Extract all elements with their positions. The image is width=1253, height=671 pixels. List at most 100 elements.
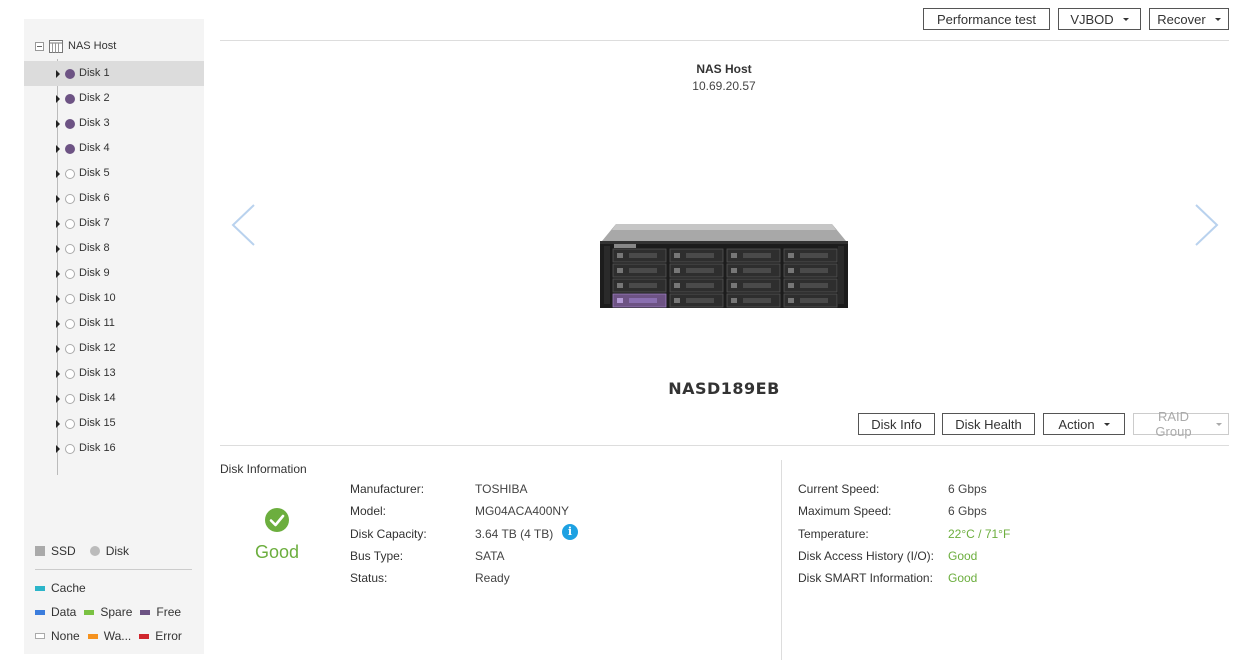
legend-none: None xyxy=(51,629,80,643)
chevron-down-icon xyxy=(1214,17,1221,21)
disk-tree-item[interactable]: Disk 9 xyxy=(24,261,204,286)
info-icon[interactable]: i xyxy=(562,524,578,540)
none-swatch xyxy=(35,633,45,639)
disk-tree-item[interactable]: Disk 4 xyxy=(24,136,204,161)
disk-tree-item[interactable]: Disk 16 xyxy=(24,436,204,461)
expand-arrow-icon[interactable] xyxy=(56,295,60,303)
disk-tree-item[interactable]: Disk 15 xyxy=(24,411,204,436)
disk-tree-item[interactable]: Disk 5 xyxy=(24,161,204,186)
disk-status-dot-icon xyxy=(65,444,75,454)
disk-health-button[interactable]: Disk Health xyxy=(942,413,1035,435)
disk-tree-item[interactable]: Disk 14 xyxy=(24,386,204,411)
expand-arrow-icon[interactable] xyxy=(56,395,60,403)
raid-group-dropdown[interactable]: RAID Group xyxy=(1133,409,1229,439)
disk-tree-label: Disk 5 xyxy=(79,167,110,179)
info-field-label: Disk SMART Information: xyxy=(798,571,933,586)
expand-arrow-icon[interactable] xyxy=(56,145,60,153)
disk-status-dot-icon xyxy=(65,169,75,179)
expand-arrow-icon[interactable] xyxy=(56,195,60,203)
info-vertical-divider xyxy=(781,460,782,660)
collapse-icon[interactable] xyxy=(35,41,44,51)
drive-bay xyxy=(669,263,724,278)
recover-dropdown[interactable]: Recover xyxy=(1149,8,1229,30)
drive-bay xyxy=(783,263,838,278)
top-divider xyxy=(220,40,1229,41)
disk-info-button[interactable]: Disk Info xyxy=(858,413,935,435)
expand-arrow-icon[interactable] xyxy=(56,270,60,278)
disk-information-title: Disk Information xyxy=(220,462,307,476)
legend-data: Data xyxy=(51,605,77,619)
expand-arrow-icon[interactable] xyxy=(56,345,60,353)
info-field-value: MG04ACA400NY xyxy=(475,504,570,519)
disk-tree-label: Disk 16 xyxy=(79,442,116,454)
expand-arrow-icon[interactable] xyxy=(56,420,60,428)
drive-bay xyxy=(612,263,667,278)
info-field-value: SATA xyxy=(475,548,505,563)
expand-arrow-icon[interactable] xyxy=(56,220,60,228)
vjbod-dropdown[interactable]: VJBOD xyxy=(1058,8,1141,30)
info-field-value: TOSHIBA xyxy=(475,482,528,496)
disk-tree-item[interactable]: Disk 11 xyxy=(24,311,204,336)
legend-disk: Disk xyxy=(105,544,130,558)
cache-swatch xyxy=(35,585,45,591)
disk-tree-item[interactable]: Disk 8 xyxy=(24,236,204,261)
disk-health-label: Disk Health xyxy=(955,416,1022,432)
drive-bay xyxy=(783,278,838,293)
disk-status-dot-icon xyxy=(65,194,75,204)
legend-type: SSD Disk xyxy=(35,544,129,558)
performance-test-label: Performance test xyxy=(937,11,1036,27)
disk-tree-label: Disk 7 xyxy=(79,217,110,229)
info-field-value: Good xyxy=(948,571,978,586)
disk-tree-item[interactable]: Disk 7 xyxy=(24,211,204,236)
info-divider xyxy=(220,445,1229,446)
info-field-label: Disk Access History (I/O): xyxy=(798,548,935,563)
ssd-square-icon xyxy=(35,546,45,556)
expand-arrow-icon[interactable] xyxy=(56,120,60,128)
expand-arrow-icon[interactable] xyxy=(56,70,60,78)
disk-tree-label: Disk 1 xyxy=(79,67,110,79)
error-swatch xyxy=(139,633,150,639)
previous-arrow-icon[interactable] xyxy=(230,203,256,247)
action-dropdown[interactable]: Action xyxy=(1043,413,1125,435)
legend-cache: Cache xyxy=(51,581,86,595)
disk-tree-item[interactable]: Disk 6 xyxy=(24,186,204,211)
disk-info-label: Disk Info xyxy=(871,416,922,432)
expand-arrow-icon[interactable] xyxy=(56,370,60,378)
drive-bay xyxy=(726,263,781,278)
drive-bay xyxy=(783,248,838,263)
info-field-value: 6 Gbps xyxy=(948,504,987,519)
disk-tree-item[interactable]: Disk 12 xyxy=(24,336,204,361)
next-arrow-icon[interactable] xyxy=(1194,203,1220,247)
legend-warning: Wa... xyxy=(103,629,132,643)
disk-status-dot-icon xyxy=(65,94,75,104)
disk-tree-item[interactable]: Disk 3 xyxy=(24,111,204,136)
action-label: Action xyxy=(1058,416,1095,432)
nas-host-icon xyxy=(49,39,63,53)
info-field-value: Ready xyxy=(475,571,510,586)
expand-arrow-icon[interactable] xyxy=(56,95,60,103)
disk-status-dot-icon xyxy=(65,219,75,229)
free-swatch xyxy=(140,609,151,615)
expand-arrow-icon[interactable] xyxy=(56,445,60,453)
disk-tree-label: Disk 13 xyxy=(79,367,116,379)
disk-tree-item[interactable]: Disk 13 xyxy=(24,361,204,386)
performance-test-button[interactable]: Performance test xyxy=(923,8,1050,30)
disk-tree-item[interactable]: Disk 1 xyxy=(24,61,204,86)
disk-circle-icon xyxy=(89,546,100,556)
warning-swatch xyxy=(87,633,98,639)
disk-tree-label: Disk 4 xyxy=(79,142,110,154)
expand-arrow-icon[interactable] xyxy=(56,320,60,328)
expand-arrow-icon[interactable] xyxy=(56,170,60,178)
vjbod-label: VJBOD xyxy=(1070,11,1114,27)
disk-status-dot-icon xyxy=(65,344,75,354)
disk-tree-label: Disk 15 xyxy=(79,417,116,429)
info-field-label: Model: xyxy=(350,504,387,519)
disk-tree-label: Disk 12 xyxy=(79,342,116,354)
tree-root-nas-host[interactable]: NAS Host xyxy=(35,38,116,54)
disk-tree-item[interactable]: Disk 2 xyxy=(24,86,204,111)
legend-ssd: SSD xyxy=(51,544,76,558)
chevron-down-icon xyxy=(1103,422,1110,426)
expand-arrow-icon[interactable] xyxy=(56,245,60,253)
info-field-value: 3.64 TB (4 TB) xyxy=(475,526,554,541)
disk-tree-item[interactable]: Disk 10 xyxy=(24,286,204,311)
